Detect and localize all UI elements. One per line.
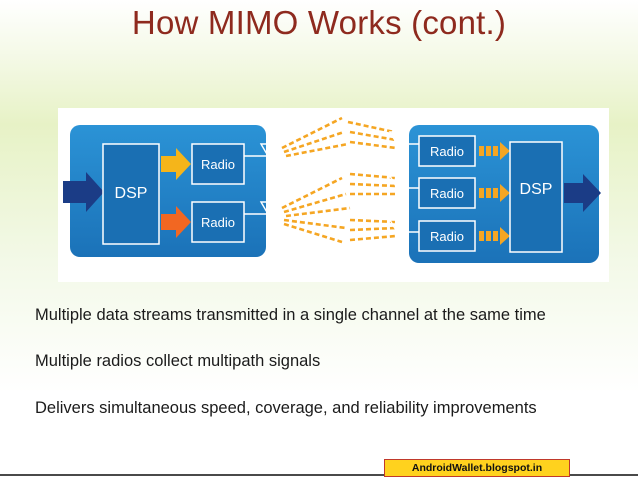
bullet-point: Multiple data streams transmitted in a s…: [35, 306, 546, 324]
tx-arrow-yellow: [161, 148, 191, 180]
slide-title: How MIMO Works (cont.): [131, 4, 507, 41]
rx-dsp-box: [509, 141, 563, 253]
rx-antenna-icon-3: [388, 219, 419, 234]
rx-dsp-label: DSP: [520, 181, 553, 198]
rx-antenna-icon-1: [388, 131, 419, 146]
rx-arrow-2: [479, 184, 510, 202]
bullet-point: Multiple radios collect multipath signal…: [35, 352, 321, 370]
input-arrow: [63, 172, 104, 212]
rx-radio-label-2: Radio: [430, 186, 464, 201]
tx-radio-label-1: Radio: [201, 157, 235, 172]
bullet-point: Delivers simultaneous speed, coverage, a…: [35, 399, 537, 417]
rx-radio-label-3: Radio: [430, 229, 464, 244]
tx-arrow-orange: [161, 206, 191, 238]
tx-radio-box-2: [191, 201, 245, 243]
rx-arrow-3: [479, 227, 510, 245]
mimo-diagram-svg: DSP Radio Radio: [63, 116, 601, 263]
tx-antenna-icon-2: [244, 201, 277, 216]
tx-dsp-label: DSP: [115, 185, 148, 202]
output-arrow: [564, 174, 601, 212]
tx-radio-box-1: [191, 143, 245, 185]
rx-radio-box-1: [418, 135, 476, 167]
rx-radio-box-2: [418, 177, 476, 209]
tx-antenna-icon-1: [244, 143, 277, 158]
rx-radio-box-3: [418, 220, 476, 252]
rx-arrow-1: [479, 142, 510, 160]
tx-dsp-box: [102, 143, 160, 245]
mimo-diagram: DSP Radio Radio: [58, 108, 609, 282]
tx-radio-label-2: Radio: [201, 215, 235, 230]
watermark-badge: AndroidWallet.blogspot.in: [384, 459, 570, 477]
rx-radio-label-1: Radio: [430, 144, 464, 159]
rx-antenna-icon-2: [388, 175, 419, 190]
bottom-divider: [0, 474, 638, 476]
signal-waves-icon: [281, 116, 397, 244]
